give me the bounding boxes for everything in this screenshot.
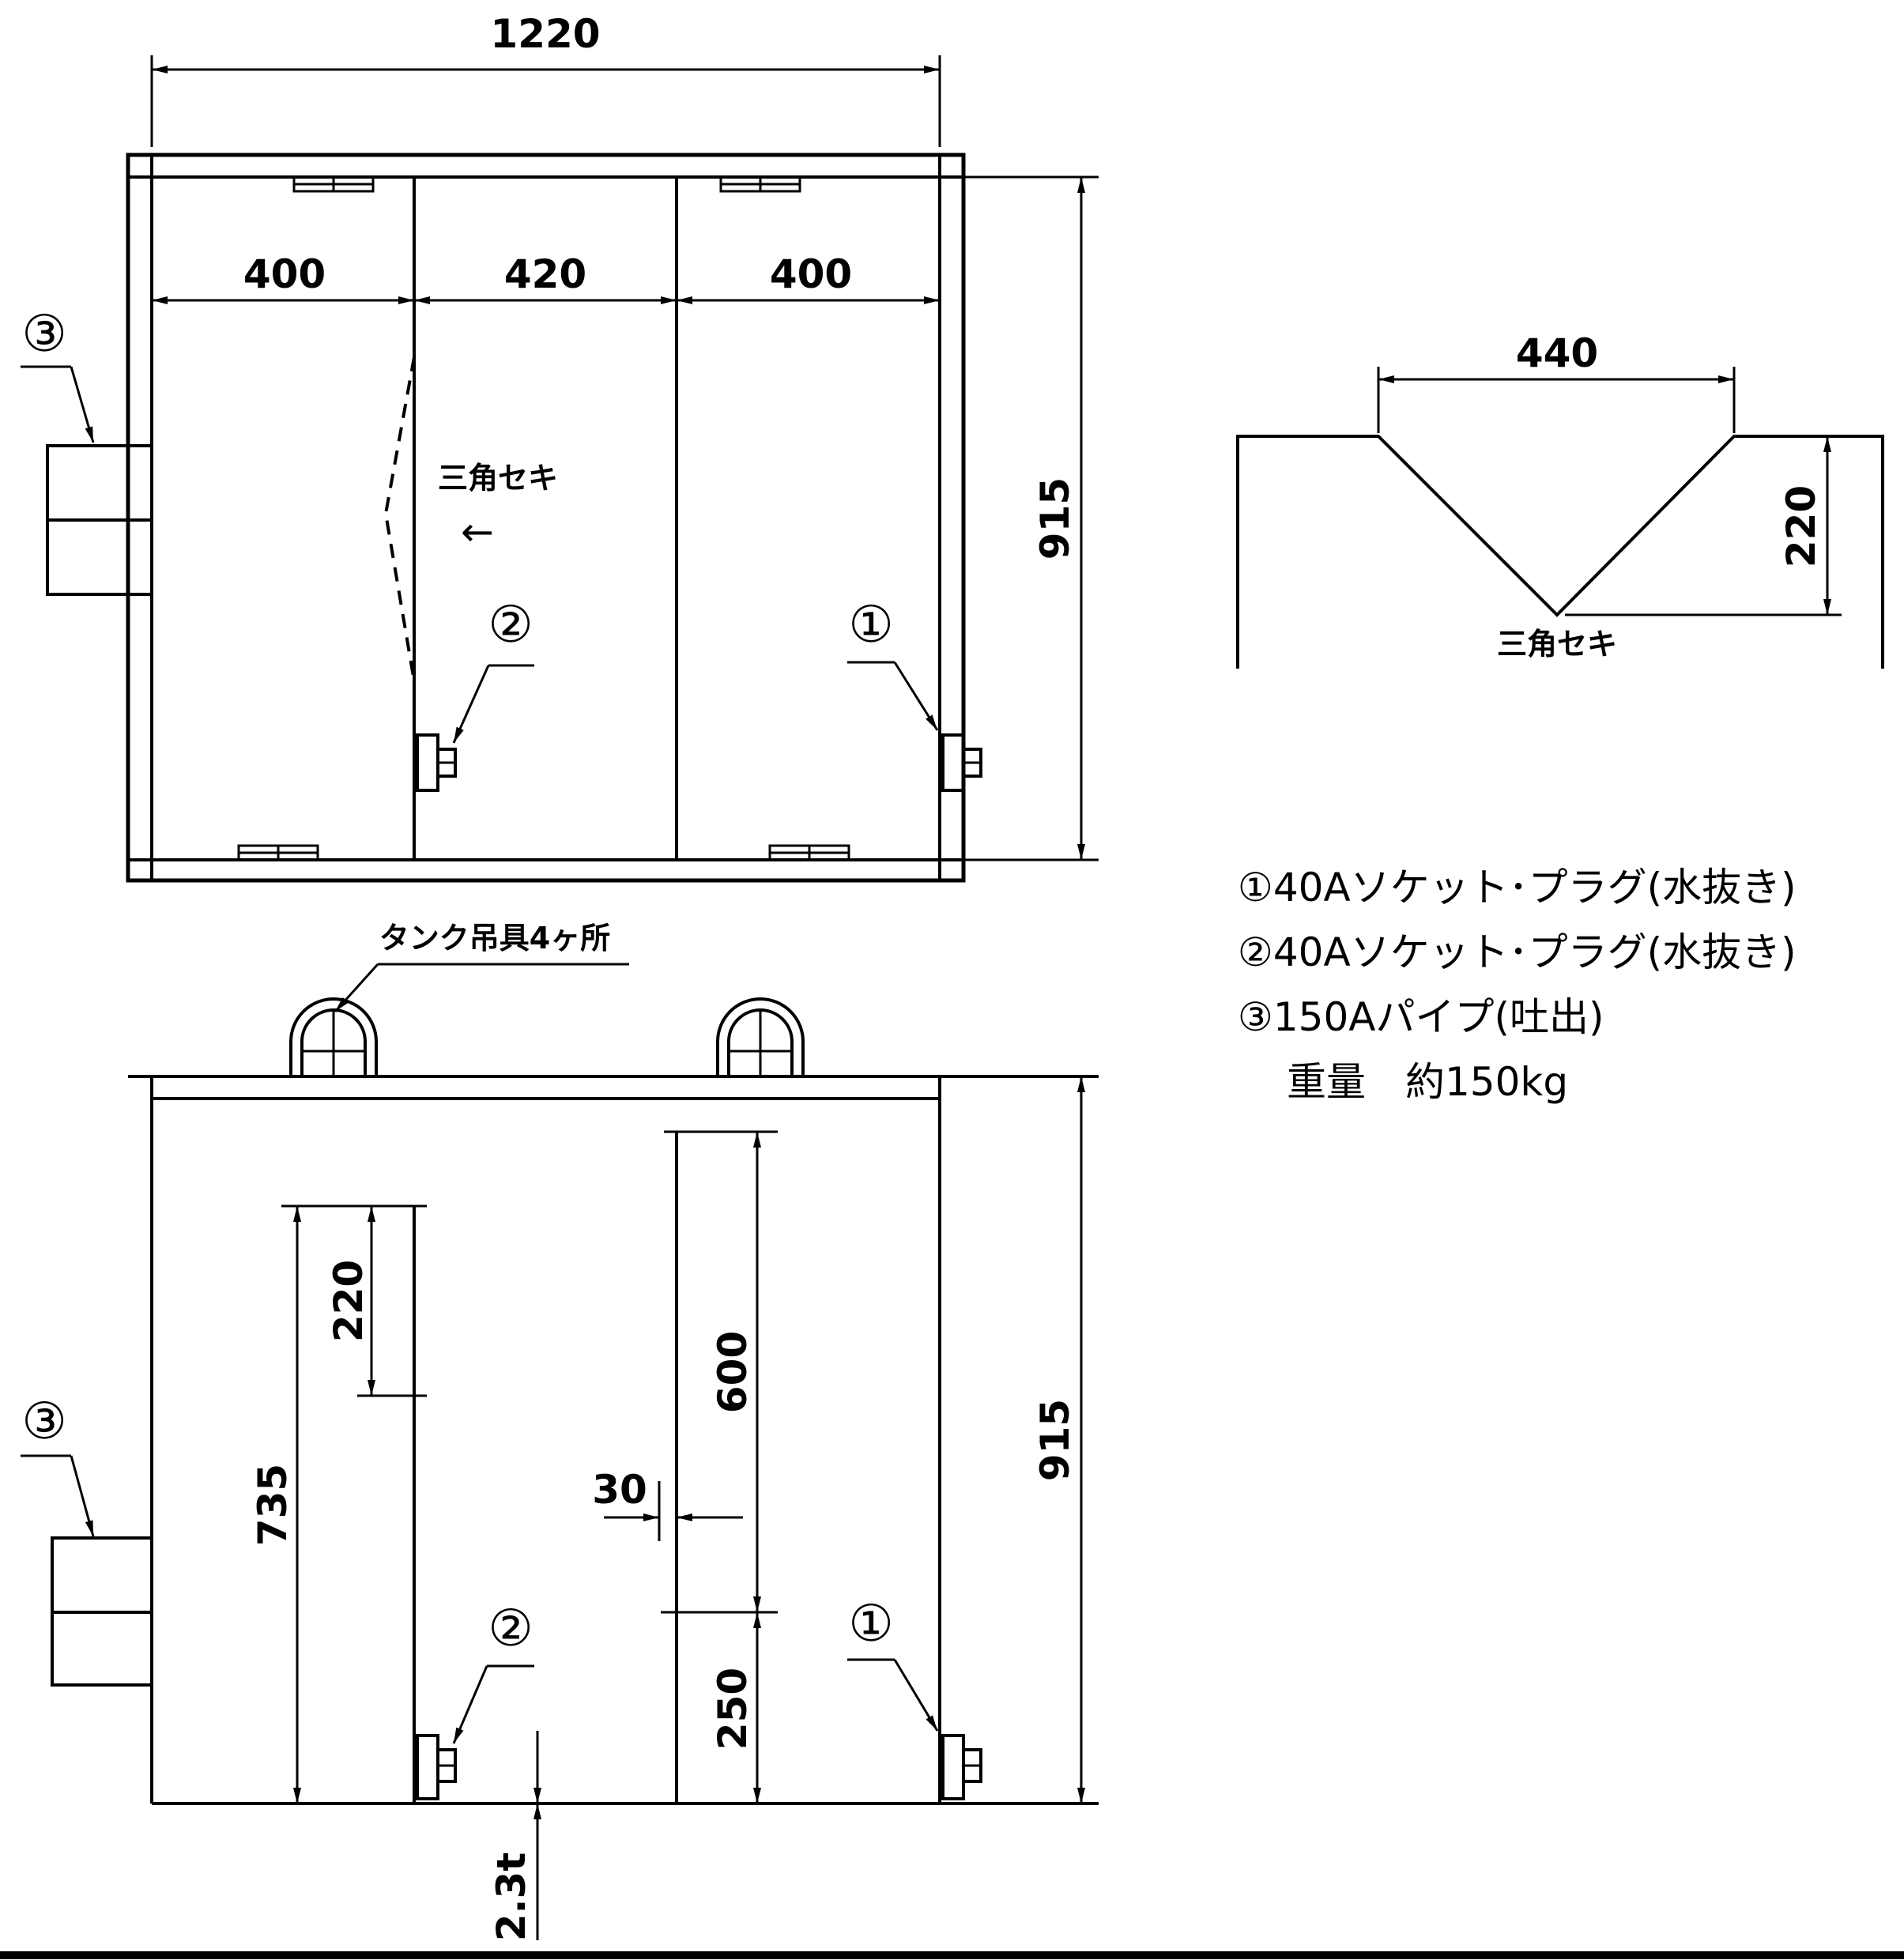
note-2: ②40Aソケット･プラグ(水抜き): [1238, 929, 1797, 975]
socket-plug-2-front: [416, 1734, 457, 1800]
dim-420: 420: [504, 251, 586, 297]
leader-2-top: [452, 665, 490, 744]
leader-1-top: [893, 662, 939, 731]
weir-dashed-outline: [383, 356, 416, 682]
leader-3-front: [70, 1455, 95, 1537]
dim-915-front: 915: [1032, 1399, 1078, 1481]
callout-1-top: ①: [848, 596, 893, 654]
callout-3-front: ③: [21, 1393, 66, 1451]
note-3: ③150Aパイプ(吐出): [1238, 994, 1604, 1040]
callout-2-front: ②: [488, 1600, 533, 1658]
dim-440: 440: [1516, 330, 1598, 376]
lifting-lug-2: [716, 997, 805, 1076]
tank-outer-frame: [126, 153, 966, 883]
dim-30: 30: [592, 1467, 647, 1513]
discharge-pipe-front: [51, 1536, 153, 1687]
callout-3-top: ③: [21, 305, 66, 364]
note-weight: 重量 約150kg: [1287, 1059, 1568, 1105]
weir-notch-outline: [1236, 435, 1884, 669]
front-view: タンク吊具4ヶ所 915 735 220: [21, 921, 1099, 1941]
dim-220-weir: 220: [1778, 485, 1824, 567]
lug-top-view: [237, 175, 850, 861]
dim-1220: 1220: [490, 11, 600, 57]
lifting-lug-1: [289, 997, 378, 1076]
leader-1-front: [893, 1659, 939, 1732]
leader-2-front: [452, 1665, 488, 1744]
dim-735: 735: [250, 1464, 296, 1546]
dim-600: 600: [710, 1331, 756, 1413]
top-view: 1220 400 420 400 915 三角セキ ← ③ ② ①: [21, 11, 1099, 883]
dim-400-left: 400: [243, 251, 326, 297]
dim-400-right: 400: [770, 251, 852, 297]
socket-plug-1-top: [941, 733, 982, 792]
callout-2-top: ②: [488, 596, 533, 654]
callout-1-front: ①: [848, 1595, 893, 1653]
socket-plug-2-top: [416, 733, 457, 792]
weir-label-detail: 三角セキ: [1497, 627, 1617, 662]
weir-detail: 440 220 三角セキ: [1236, 330, 1884, 669]
flow-arrow: ←: [461, 509, 494, 555]
leader-3-top: [70, 366, 95, 443]
weir-label-top: 三角セキ: [438, 461, 558, 496]
leader-lug: [334, 963, 379, 1013]
notes: ①40Aソケット･プラグ(水抜き) ②40Aソケット･プラグ(水抜き) ③150…: [1238, 865, 1797, 1105]
dim-250: 250: [710, 1668, 756, 1750]
socket-plug-1-front: [941, 1734, 982, 1800]
discharge-pipe-top: [46, 444, 153, 596]
dim-915-top: 915: [1032, 477, 1078, 560]
lifting-lug-label: タンク吊具4ヶ所: [379, 921, 610, 956]
note-1: ①40Aソケット･プラグ(水抜き): [1238, 865, 1797, 910]
dim-2-3t: 2.3t: [488, 1853, 534, 1941]
dim-220-front: 220: [326, 1260, 371, 1342]
